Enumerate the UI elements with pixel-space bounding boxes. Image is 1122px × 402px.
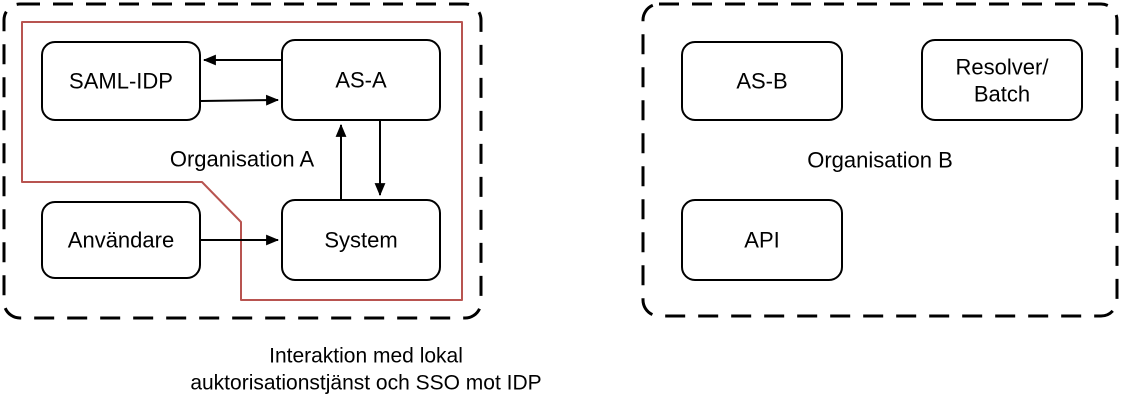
node-as-b-box bbox=[681, 41, 843, 121]
arrow-saml-idp-to-as-a bbox=[200, 94, 280, 106]
node-anvandare-box bbox=[41, 201, 201, 279]
node-saml-idp-box bbox=[41, 41, 201, 121]
sso-interaction-outline bbox=[21, 21, 463, 301]
node-system-box bbox=[281, 199, 441, 281]
diagram-caption: Interaktion med lokal auktorisationstjän… bbox=[190, 345, 541, 395]
node-as-b: AS-B bbox=[681, 41, 843, 121]
node-resolver-batch: Resolver/ Batch bbox=[921, 39, 1083, 121]
org-b-label: Organisation B bbox=[807, 148, 953, 173]
node-as-a-box bbox=[281, 39, 441, 121]
caption-line-1: Interaktion med lokal bbox=[269, 345, 463, 368]
node-saml-idp: SAML-IDP bbox=[41, 41, 201, 121]
node-as-a-label: AS-A bbox=[335, 68, 387, 93]
org-b-container bbox=[641, 2, 1119, 318]
node-system-label: System bbox=[324, 228, 397, 253]
node-as-b-label: AS-B bbox=[736, 69, 787, 94]
org-a-label: Organisation A bbox=[170, 147, 315, 172]
node-anvandare: Användare bbox=[41, 201, 201, 279]
node-as-a: AS-A bbox=[281, 39, 441, 121]
node-api-box bbox=[681, 199, 843, 281]
node-system: System bbox=[281, 199, 441, 281]
node-saml-idp-label: SAML-IDP bbox=[69, 69, 173, 94]
caption-line-2: auktorisationstjänst och SSO mot IDP bbox=[190, 372, 541, 395]
node-anvandare-label: Användare bbox=[68, 228, 174, 253]
node-resolver-batch-label-line1: Resolver/ bbox=[956, 55, 1050, 80]
node-resolver-batch-label-line2: Batch bbox=[974, 82, 1030, 107]
org-a-container bbox=[2, 2, 483, 320]
node-api: API bbox=[681, 199, 843, 281]
node-api-label: API bbox=[744, 228, 779, 253]
node-resolver-batch-box bbox=[921, 39, 1083, 121]
